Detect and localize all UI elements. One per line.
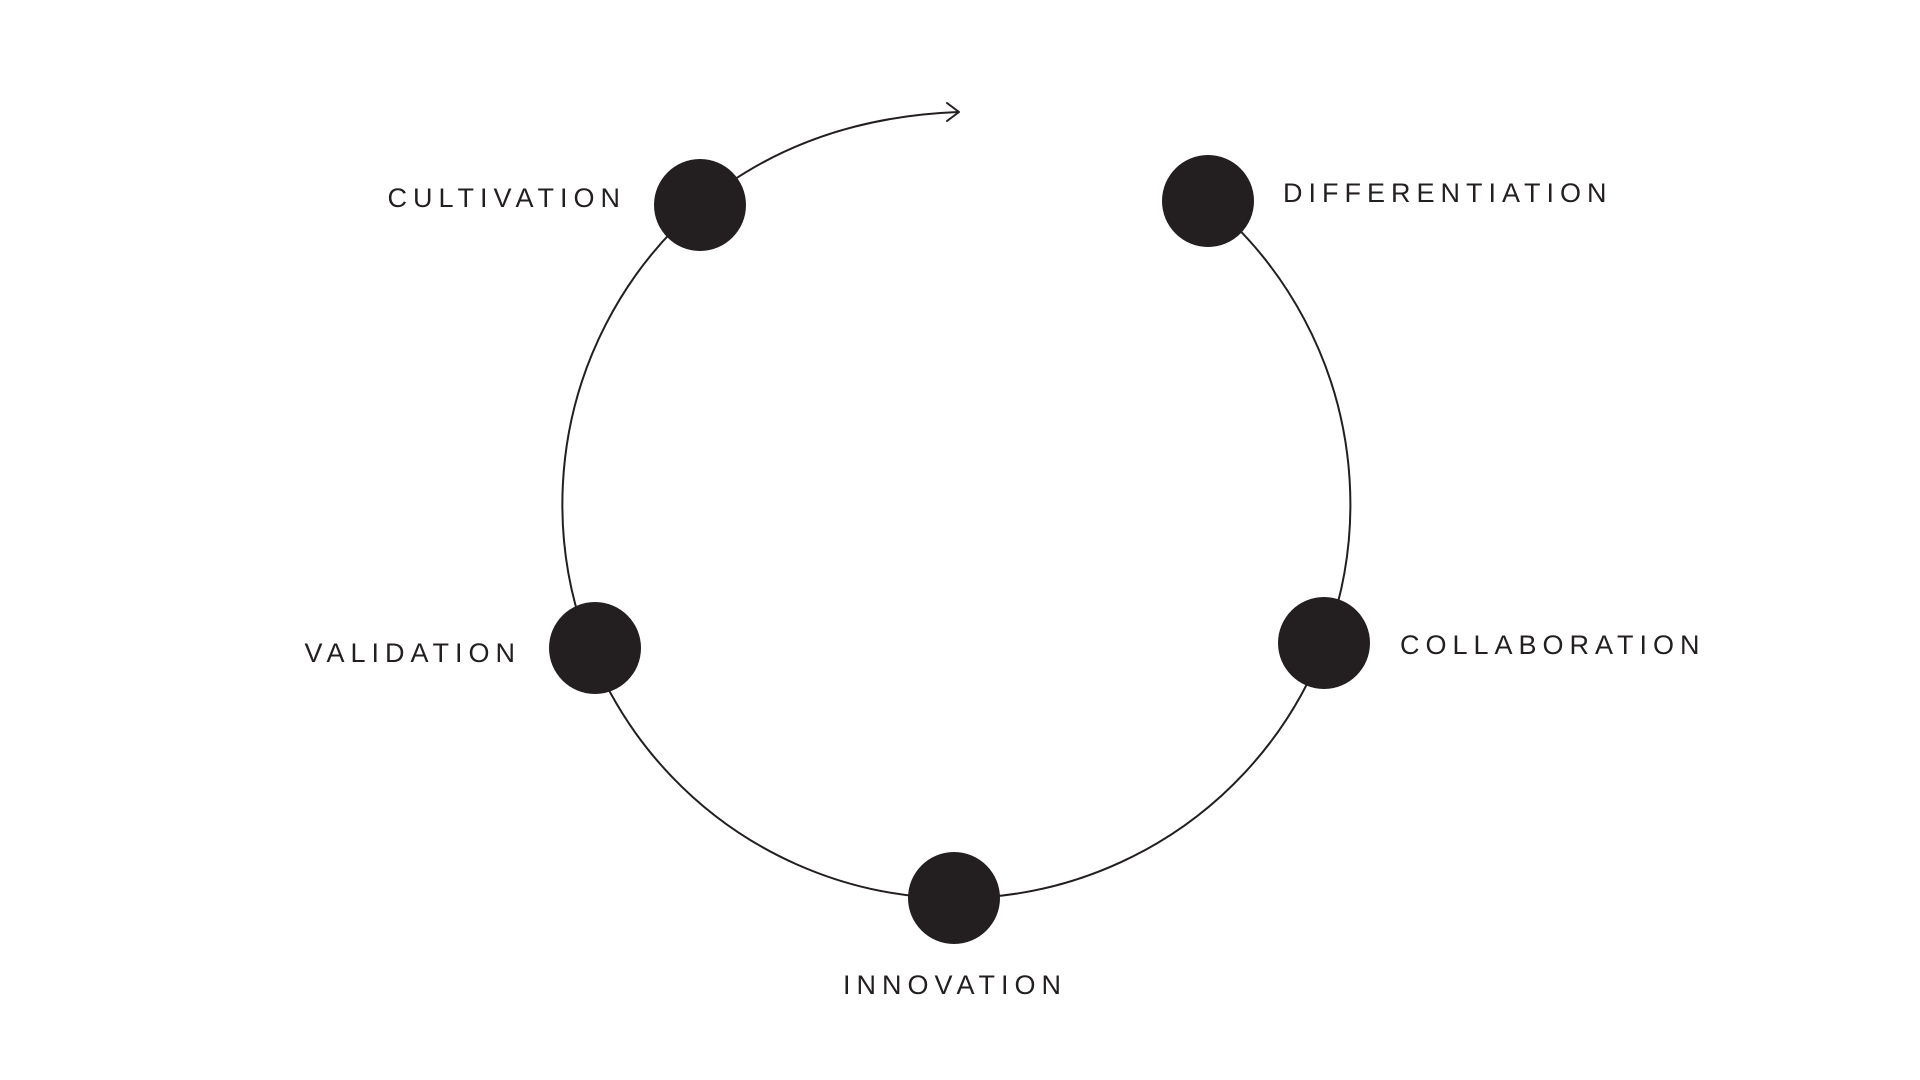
node-collaboration — [1278, 597, 1370, 689]
node-differentiation — [1162, 155, 1254, 247]
node-cultivation — [654, 159, 746, 251]
stage-label-cultivation: CULTIVATION — [387, 183, 626, 213]
cycle-ring — [561, 200, 1352, 900]
stage-label-validation: VALIDATION — [304, 638, 521, 668]
arrow-right-icon — [946, 102, 960, 122]
stage-label-innovation: INNOVATION — [842, 970, 1067, 1000]
node-innovation — [908, 852, 1000, 944]
stage-label-collaboration: COLLABORATION — [1400, 630, 1706, 660]
node-validation — [549, 602, 641, 694]
stage-label-differentiation: DIFFERENTIATION — [1283, 178, 1613, 208]
